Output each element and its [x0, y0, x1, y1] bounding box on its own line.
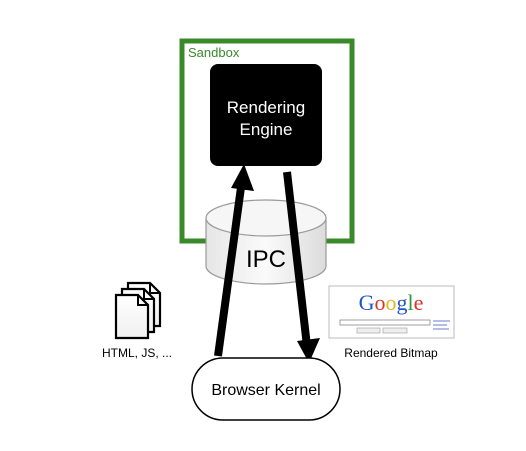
ipc-label: IPC: [246, 246, 286, 273]
google-letter-5: l: [408, 290, 414, 315]
browser-kernel-label: Browser Kernel: [211, 382, 320, 399]
documents-label: HTML, JS, ...: [102, 346, 172, 360]
google-logo: Google: [359, 290, 424, 315]
google-letter-4: g: [397, 290, 408, 315]
rendered-bitmap-thumbnail: Google: [328, 285, 455, 339]
google-letter-3: o: [386, 290, 397, 315]
browser-kernel: Browser Kernel: [191, 357, 341, 421]
google-letter-2: o: [375, 290, 386, 315]
sandbox-label: Sandbox: [188, 45, 240, 60]
arrows: [214, 164, 320, 363]
arrow-kernel-to-engine-shaft: [214, 179, 246, 357]
browser-kernel-box: [191, 357, 341, 421]
rendering-engine: Rendering Engine: [210, 64, 322, 166]
rendering-engine-label-line1: Rendering: [227, 98, 305, 117]
google-letter-6: e: [414, 290, 424, 315]
google-letter-1: G: [359, 290, 375, 315]
rendering-engine-label-line2: Engine: [240, 120, 293, 139]
rendering-engine-box: [210, 64, 322, 166]
thumbnail-search-button: [356, 327, 381, 334]
arrow-kernel-to-engine-head: [231, 164, 254, 191]
thumbnail-lucky-button: [382, 327, 408, 334]
rendered-bitmap-label: Rendered Bitmap: [344, 346, 438, 360]
ipc-cylinder-top: [205, 199, 327, 237]
arrow-engine-to-kernel-shaft: [283, 171, 311, 347]
documents-icon: [114, 281, 162, 340]
arrow-engine-to-kernel-head: [297, 338, 320, 363]
svg-text:Google: Google: [359, 290, 424, 315]
thumbnail-search-box: [339, 319, 431, 326]
